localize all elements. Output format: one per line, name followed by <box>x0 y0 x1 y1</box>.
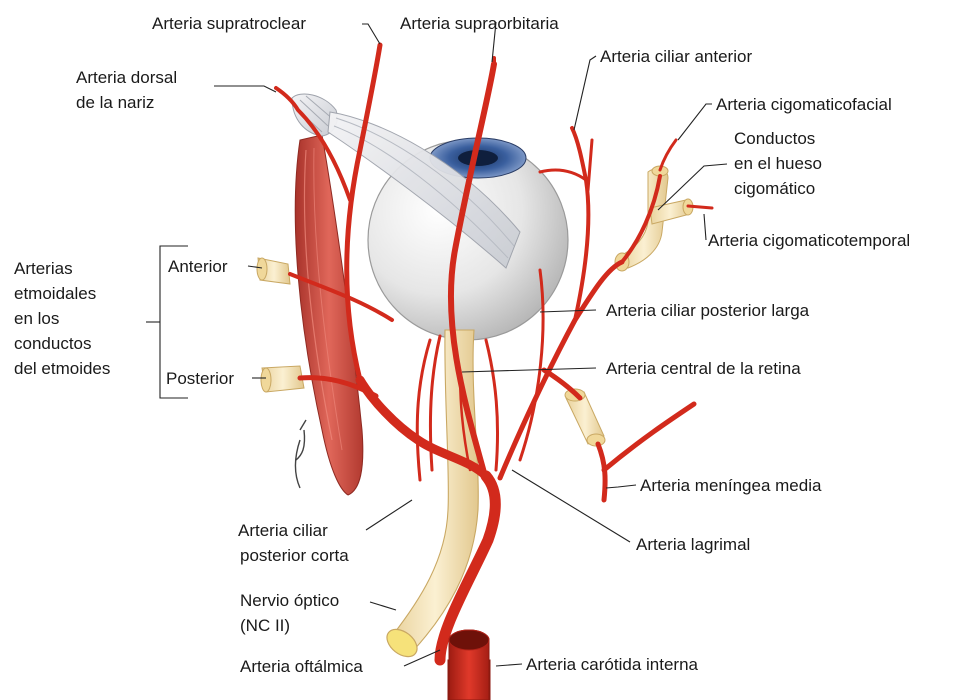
label-conductos-3: cigomático <box>734 179 815 198</box>
artist-signature <box>295 420 306 488</box>
label-oftalmica: Arteria oftálmica <box>240 657 363 676</box>
label-etmoidales-3: en los <box>14 309 59 328</box>
label-nervio-optico-1: Nervio óptico <box>240 591 339 610</box>
label-anterior: Anterior <box>168 257 228 276</box>
label-posterior: Posterior <box>166 369 234 388</box>
label-etmoidales-5: del etmoides <box>14 359 110 378</box>
label-lagrimal: Arteria lagrimal <box>636 535 750 554</box>
label-carotida-interna: Arteria carótida interna <box>526 655 699 674</box>
label-cigomaticofacial: Arteria cigomaticofacial <box>716 95 892 114</box>
label-etmoidales-4: conductos <box>14 334 92 353</box>
label-nervio-optico-2: (NC II) <box>240 616 290 635</box>
label-central-retina: Arteria central de la retina <box>606 359 801 378</box>
zygomaticotemporal-artery <box>688 206 712 208</box>
label-etmoidales-1: Arterias <box>14 259 73 278</box>
label-supraorbitaria: Arteria supraorbitaria <box>400 14 559 33</box>
label-supratroclear: Arteria supratroclear <box>152 14 306 33</box>
short-posterior-ciliary-artery <box>417 340 430 480</box>
label-dorsal-nariz-1: Arteria dorsal <box>76 68 177 87</box>
label-ciliar-posterior-corta-1: Arteria ciliar <box>238 521 328 540</box>
meningeal-canal <box>565 389 605 446</box>
label-meningea-media: Arteria meníngea media <box>640 476 822 495</box>
label-ciliar-anterior: Arteria ciliar anterior <box>600 47 752 66</box>
label-dorsal-nariz-2: de la nariz <box>76 93 154 112</box>
label-ciliar-posterior-corta-2: posterior corta <box>240 546 349 565</box>
anterior-ciliary-artery <box>572 128 588 320</box>
label-conductos-2: en el hueso <box>734 154 822 173</box>
label-conductos-1: Conductos <box>734 129 815 148</box>
label-ciliar-posterior-larga: Arteria ciliar posterior larga <box>606 301 810 320</box>
zygomaticofacial-artery <box>660 140 676 170</box>
label-etmoidales-2: etmoidales <box>14 284 96 303</box>
internal-carotid-artery <box>448 630 490 700</box>
optic-nerve <box>382 330 478 662</box>
label-cigomaticotemporal: Arteria cigomaticotemporal <box>708 231 910 250</box>
